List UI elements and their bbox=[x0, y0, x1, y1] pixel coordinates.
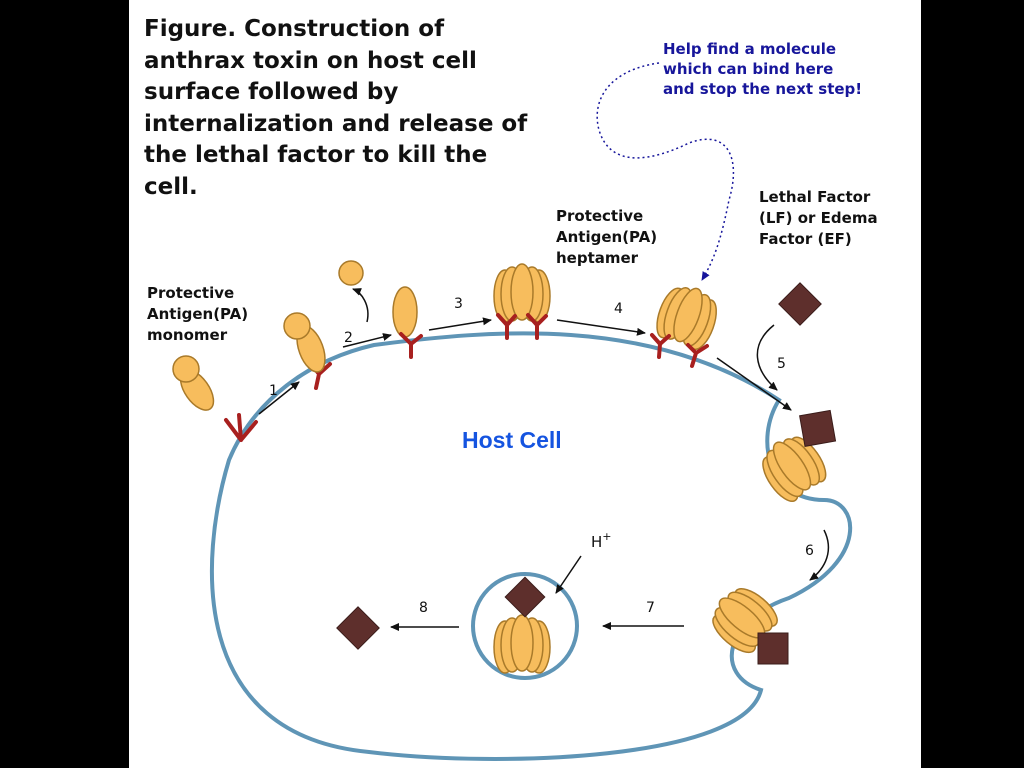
figure-title: Figure. Construction of anthrax toxin on… bbox=[144, 16, 528, 200]
lethal-factor-label: Lethal Factor (LF) or Edema Factor (EF) bbox=[759, 188, 878, 248]
pa-activated-monomer bbox=[392, 286, 418, 338]
receptor-free bbox=[224, 413, 258, 442]
arrow-step-6 bbox=[809, 529, 830, 581]
arrow-hplus bbox=[555, 555, 582, 594]
arrow-step-2 bbox=[342, 333, 392, 348]
callout-pointer bbox=[596, 62, 735, 281]
factor-endosome bbox=[504, 576, 546, 618]
step-number-7: 7 bbox=[646, 600, 655, 616]
arrow-step-4 bbox=[556, 319, 646, 336]
arrow-step-5 bbox=[756, 324, 778, 391]
step-number-4: 4 bbox=[614, 301, 623, 317]
endosome bbox=[471, 572, 579, 680]
pa-heptamer-7 bbox=[493, 614, 551, 674]
factor-released bbox=[336, 606, 380, 650]
pa-cleaved-fragment bbox=[338, 260, 364, 286]
step-number-3: 3 bbox=[454, 296, 463, 312]
receptor-2 bbox=[399, 332, 423, 359]
step-number-1: 1 bbox=[269, 383, 278, 399]
pa-monomer-label: Protective Antigen(PA) monomer bbox=[147, 284, 249, 344]
arrow-step-5b bbox=[716, 357, 792, 411]
step-number-5: 5 bbox=[777, 356, 786, 372]
factor-bound-6 bbox=[757, 632, 789, 665]
receptor-4 bbox=[650, 333, 709, 368]
pa-monomer bbox=[172, 355, 215, 411]
pa-heptamer-3 bbox=[493, 263, 551, 323]
arrow-step-3 bbox=[428, 317, 492, 331]
factor-bound-5 bbox=[799, 409, 837, 447]
arrow-step-1 bbox=[258, 381, 300, 415]
hplus-label: H+ bbox=[591, 530, 612, 551]
step-number-6: 6 bbox=[805, 543, 814, 559]
step-number-8: 8 bbox=[419, 600, 428, 616]
pa-bound-monomer bbox=[283, 312, 326, 373]
host-cell-label: Host Cell bbox=[462, 427, 562, 453]
receptor-3 bbox=[496, 313, 548, 340]
anthrax-toxin-diagram: 1 2 3 4 5 6 7 8 H+ bbox=[172, 62, 853, 761]
pa-heptamer-label: Protective Antigen(PA) heptamer bbox=[556, 207, 658, 267]
callout-text: Help find a molecule which can bind here… bbox=[663, 40, 863, 98]
lethal-factor bbox=[778, 282, 822, 326]
host-cell-membrane bbox=[209, 331, 853, 761]
arrow-step-2-release bbox=[352, 288, 369, 323]
slide: 1 2 3 4 5 6 7 8 H+ Figure. Construction of anth… bbox=[129, 0, 921, 768]
step-number-2: 2 bbox=[344, 330, 353, 346]
